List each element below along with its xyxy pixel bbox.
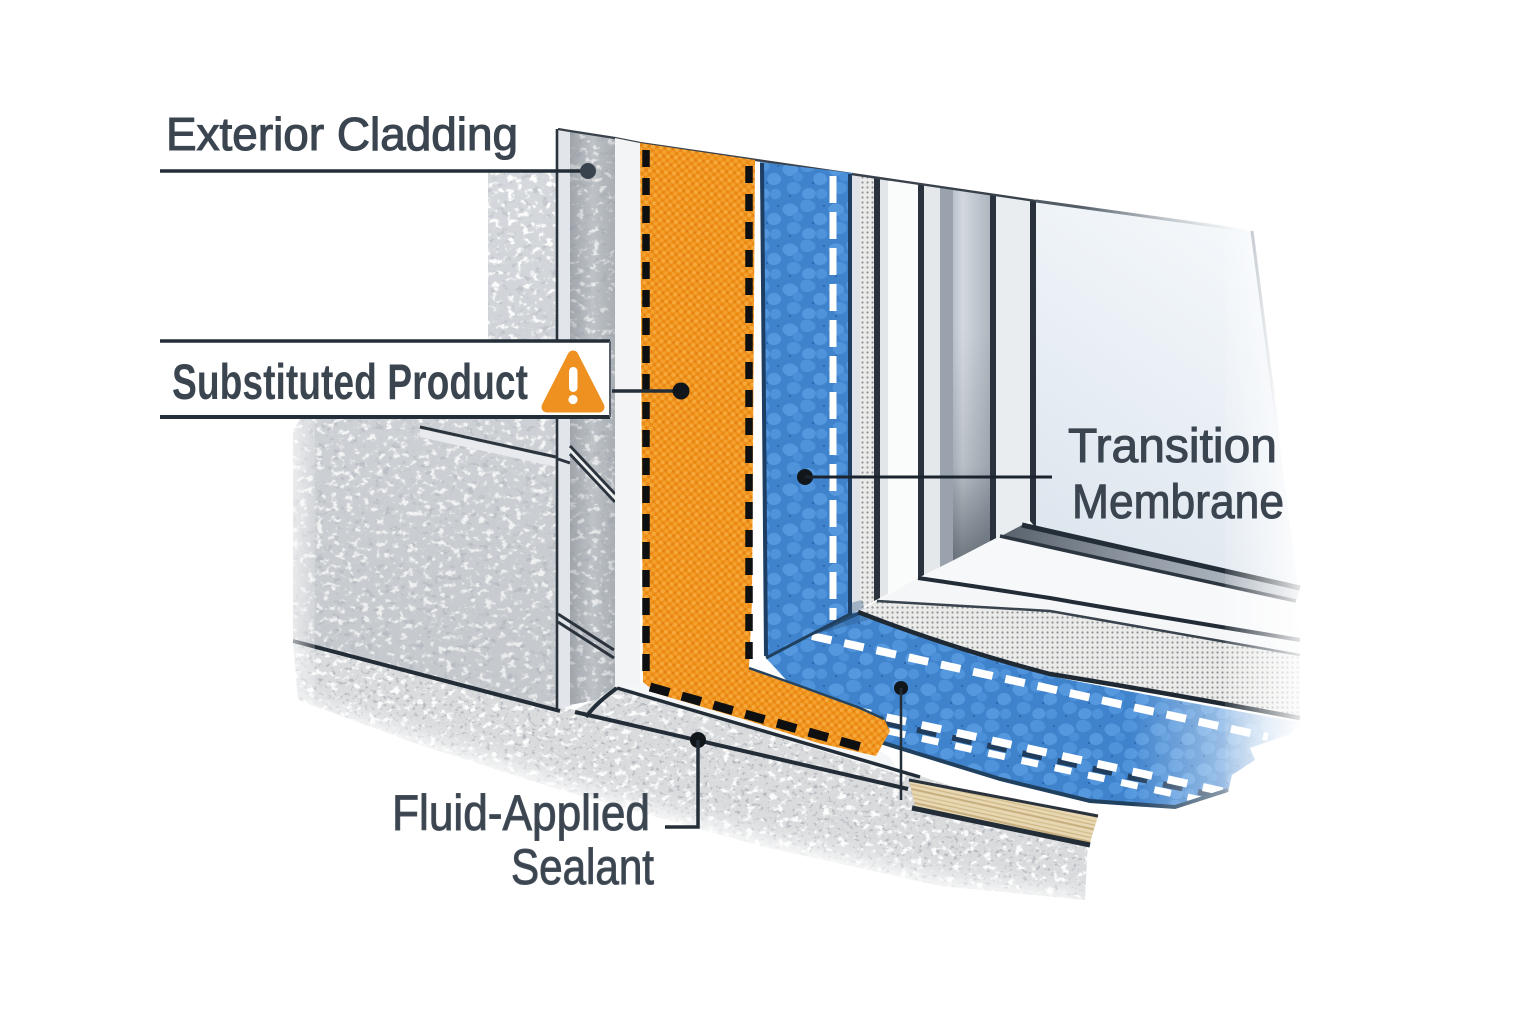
- svg-text:Fluid-Applied: Fluid-Applied: [392, 785, 650, 841]
- svg-text:Membrane: Membrane: [1072, 476, 1284, 529]
- svg-text:Sealant: Sealant: [511, 839, 654, 895]
- svg-text:Transition: Transition: [1068, 420, 1277, 473]
- svg-text:Exterior Cladding: Exterior Cladding: [166, 108, 518, 160]
- svg-text:Substituted Product: Substituted Product: [172, 354, 528, 410]
